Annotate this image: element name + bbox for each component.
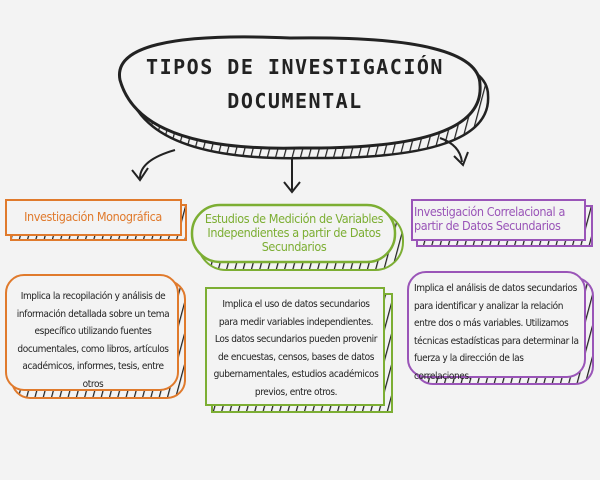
heading-correlacional: Investigación Correlacional a partir de … [414, 204, 565, 233]
green-header-box [190, 203, 397, 264]
purple-body-box [407, 271, 586, 378]
arrow-right [439, 137, 463, 163]
text-medicion-variables: Implica el uso de datos secundarios para… [213, 299, 379, 398]
green-body-box [205, 287, 385, 406]
heading-monografica: Investigación Monográfica [24, 209, 162, 224]
orange-body-box [5, 274, 179, 391]
title-bubble [118, 35, 490, 160]
text-monografica: Implica la recopilación y análisis de in… [16, 291, 170, 390]
text-correlacional: Implica el análisis de datos secundarios… [414, 283, 579, 382]
diagram-title: TIPOS DE INVESTIGACIÓN DOCUMENTAL [146, 55, 444, 113]
arrows [131, 137, 469, 194]
purple-header-box [411, 199, 586, 241]
orange-header-box [5, 199, 182, 236]
arrow-left [139, 149, 176, 179]
heading-medicion-variables: Estudios de Medición de Variables Indepe… [204, 211, 384, 254]
